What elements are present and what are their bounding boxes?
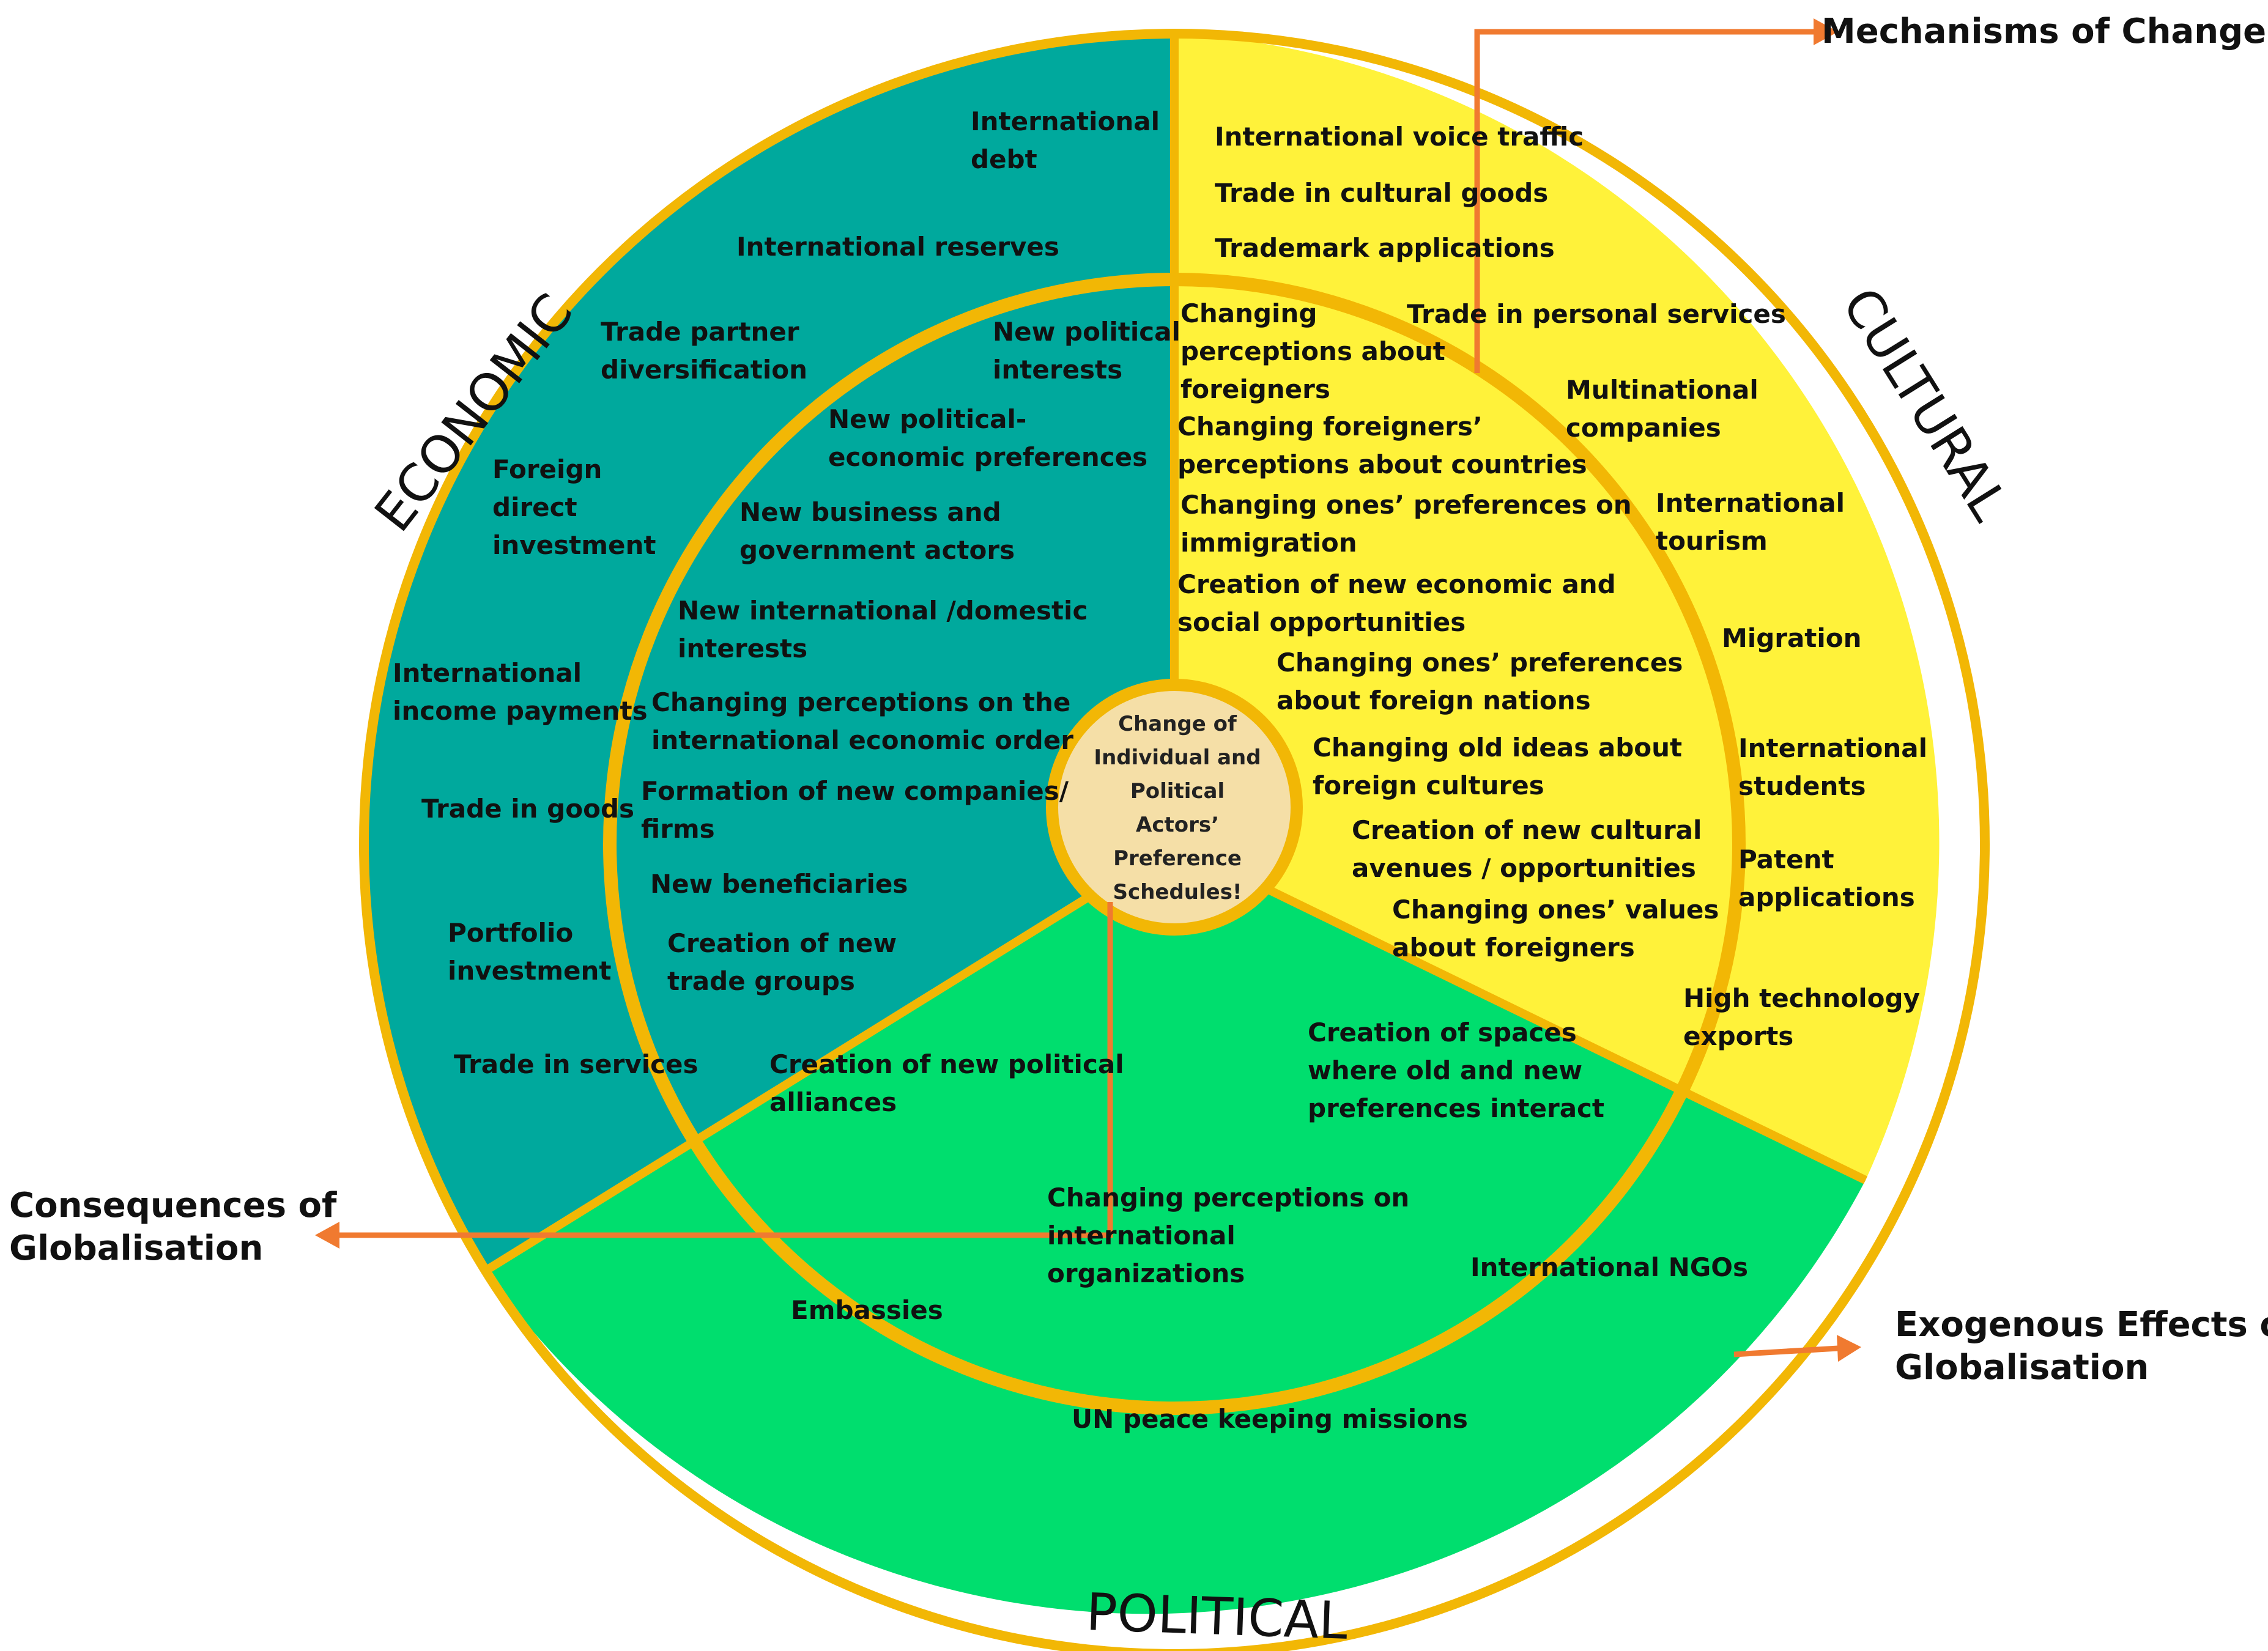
divider-cultural-political bbox=[1172, 840, 1868, 1184]
outer-ring bbox=[359, 29, 1990, 1651]
exogenous-arrow-line bbox=[1733, 1345, 1839, 1357]
political-sector-outer bbox=[486, 844, 1866, 1614]
divider-political-economic bbox=[483, 840, 1177, 1274]
political-outer-label: UN peace keeping missions bbox=[1072, 1404, 1468, 1434]
cultural-sector-outer bbox=[1174, 34, 1940, 1180]
economic-inner-label: New beneficiaries bbox=[650, 869, 908, 899]
mechanisms-callout: Mechanisms of Change bbox=[1821, 12, 2266, 51]
economic-outer-label: Trade in services bbox=[454, 1049, 699, 1079]
cultural-outer-label: Trade in personal services bbox=[1407, 299, 1786, 329]
inner-ring-border bbox=[603, 273, 1746, 1415]
economic-outer-label: International reserves bbox=[736, 232, 1059, 262]
mechanisms-arrowhead bbox=[1814, 18, 1838, 45]
mechanisms-arrow-line bbox=[1474, 29, 1814, 373]
consequences-arrow-line bbox=[339, 902, 1113, 1238]
cultural-outer-label: International voice traffic bbox=[1215, 122, 1584, 152]
political-outer-label: Embassies bbox=[791, 1295, 943, 1325]
political-title: POLITICAL bbox=[1085, 1582, 1349, 1651]
consequences-arrowhead bbox=[315, 1222, 339, 1249]
exogenous-arrowhead bbox=[1837, 1335, 1861, 1362]
political-outer-label: International NGOs bbox=[1470, 1252, 1748, 1282]
economic-inner-label: Formation of new companies/firms bbox=[641, 776, 1069, 844]
economic-outer-label: Trade in goods bbox=[421, 794, 634, 824]
arrowheads bbox=[315, 18, 1861, 1362]
economic-sector-outer bbox=[364, 34, 1174, 1271]
arrows bbox=[339, 29, 1839, 1357]
cultural-outer-label: Trade in cultural goods bbox=[1215, 178, 1548, 208]
economic-inner-label: New political-economic preferences bbox=[828, 404, 1147, 472]
cultural-inner-label: Changing foreigners’perceptions about co… bbox=[1177, 412, 1587, 479]
center-circle bbox=[1046, 679, 1303, 936]
cultural-outer-label: Trademark applications bbox=[1215, 233, 1555, 263]
cultural-outer-label: Migration bbox=[1722, 623, 1862, 653]
